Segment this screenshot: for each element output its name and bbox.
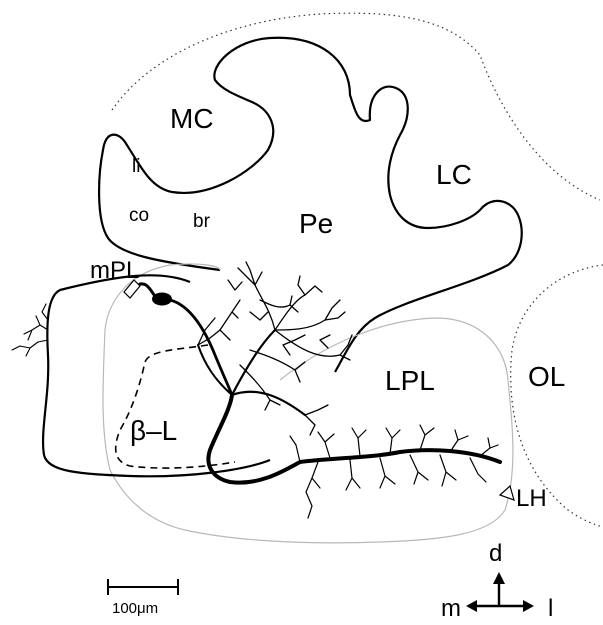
axon-to-mpl (170, 300, 232, 395)
scale-bar-label: 100μm (112, 600, 158, 617)
label-beta-l: β–L (130, 415, 177, 446)
label-mc: MC (170, 103, 214, 134)
label-li: li (132, 156, 140, 177)
label-mpl: mPL (90, 257, 139, 284)
label-ol: OL (528, 361, 565, 392)
compass-lateral-label: l (548, 595, 553, 622)
lh-arrow-marker (500, 486, 514, 500)
primary-neurite (140, 284, 155, 296)
label-br: br (193, 211, 211, 232)
main-trunk (208, 395, 500, 483)
orientation-compass (466, 572, 534, 612)
label-lh: LH (516, 485, 547, 512)
label-lpl: LPL (385, 365, 435, 396)
lh-arbor (290, 425, 498, 518)
compass-dorsal-label: d (489, 540, 502, 567)
label-co: co (129, 205, 149, 226)
mpl-arbor (12, 304, 48, 356)
mushroom-body-outline (99, 38, 522, 372)
scale-bar (108, 579, 178, 595)
label-pe: Pe (299, 208, 333, 239)
compass-medial-label: m (441, 595, 461, 622)
label-lc: LC (436, 159, 472, 190)
trunk-branch (232, 330, 275, 395)
lpl-boundary (103, 264, 513, 543)
